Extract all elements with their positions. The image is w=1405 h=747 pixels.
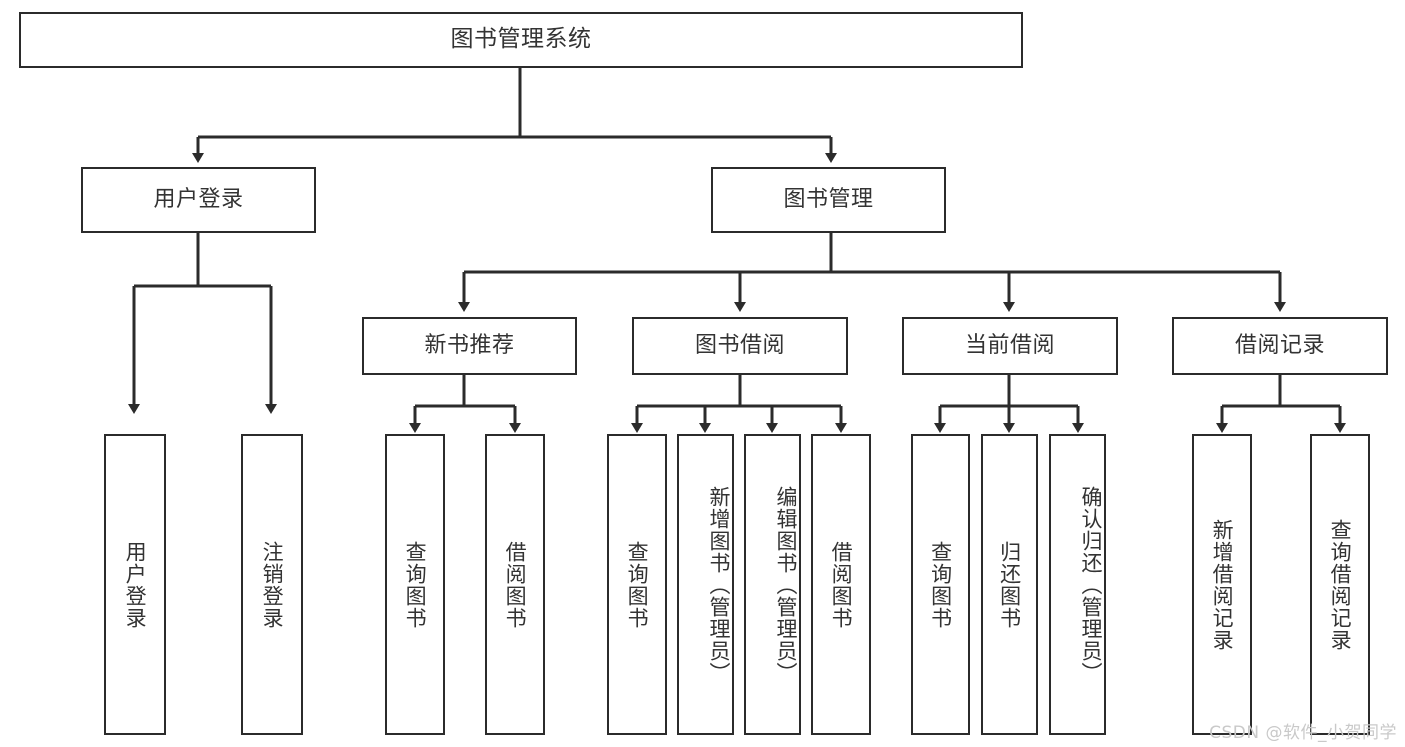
leaf-current-query-book[interactable]: 查询图书 — [911, 434, 970, 735]
leaf-record-add-record-label: 新增借阅记录 — [1210, 518, 1235, 651]
leaf-borrow-borrow-book-label: 借阅图书 — [829, 540, 854, 629]
leaf-record-add-record[interactable]: 新增借阅记录 — [1192, 434, 1252, 735]
node-new-book-recommend[interactable]: 新书推荐 — [362, 317, 577, 375]
leaf-current-return-book-label: 归还图书 — [997, 540, 1022, 629]
node-borrow-record[interactable]: 借阅记录 — [1172, 317, 1388, 375]
leaf-borrow-edit-book-label: 编辑图书（管理员） — [774, 485, 798, 684]
node-new-book-recommend-label: 新书推荐 — [424, 332, 515, 358]
node-root-label: 图书管理系统 — [450, 26, 592, 53]
leaf-user-login-login[interactable]: 用户登录 — [104, 434, 166, 735]
node-book-borrow-label: 图书借阅 — [694, 332, 785, 358]
node-book-management[interactable]: 图书管理 — [711, 167, 946, 233]
node-borrow-record-label: 借阅记录 — [1234, 332, 1325, 358]
node-book-management-label: 图书管理 — [783, 186, 874, 212]
node-user-login-label: 用户登录 — [153, 186, 244, 212]
leaf-borrow-edit-book[interactable]: 编辑图书（管理员） — [744, 434, 801, 735]
leaf-current-query-book-label: 查询图书 — [928, 540, 953, 629]
leaf-user-login-logout-label: 注销登录 — [260, 540, 285, 629]
leaf-borrow-query-book[interactable]: 查询图书 — [607, 434, 667, 735]
leaf-user-login-login-label: 用户登录 — [123, 540, 148, 629]
leaf-record-query-record-label: 查询借阅记录 — [1328, 518, 1353, 651]
leaf-user-login-logout[interactable]: 注销登录 — [241, 434, 303, 735]
leaf-current-confirm-return[interactable]: 确认归还（管理员） — [1049, 434, 1106, 735]
node-root[interactable]: 图书管理系统 — [19, 12, 1023, 68]
leaf-current-return-book[interactable]: 归还图书 — [981, 434, 1038, 735]
leaf-new-book-query[interactable]: 查询图书 — [385, 434, 445, 735]
leaf-record-query-record[interactable]: 查询借阅记录 — [1310, 434, 1370, 735]
leaf-borrow-add-book[interactable]: 新增图书（管理员） — [677, 434, 734, 735]
leaf-borrow-query-book-label: 查询图书 — [625, 540, 650, 629]
leaf-new-book-borrow-label: 借阅图书 — [503, 540, 528, 629]
leaf-borrow-add-book-label: 新增图书（管理员） — [707, 485, 731, 684]
leaf-new-book-borrow[interactable]: 借阅图书 — [485, 434, 545, 735]
node-current-borrow[interactable]: 当前借阅 — [902, 317, 1118, 375]
leaf-current-confirm-return-label: 确认归还（管理员） — [1079, 485, 1103, 684]
node-user-login[interactable]: 用户登录 — [81, 167, 316, 233]
node-book-borrow[interactable]: 图书借阅 — [632, 317, 848, 375]
leaf-borrow-borrow-book[interactable]: 借阅图书 — [811, 434, 871, 735]
node-current-borrow-label: 当前借阅 — [964, 332, 1055, 358]
leaf-new-book-query-label: 查询图书 — [403, 540, 428, 629]
